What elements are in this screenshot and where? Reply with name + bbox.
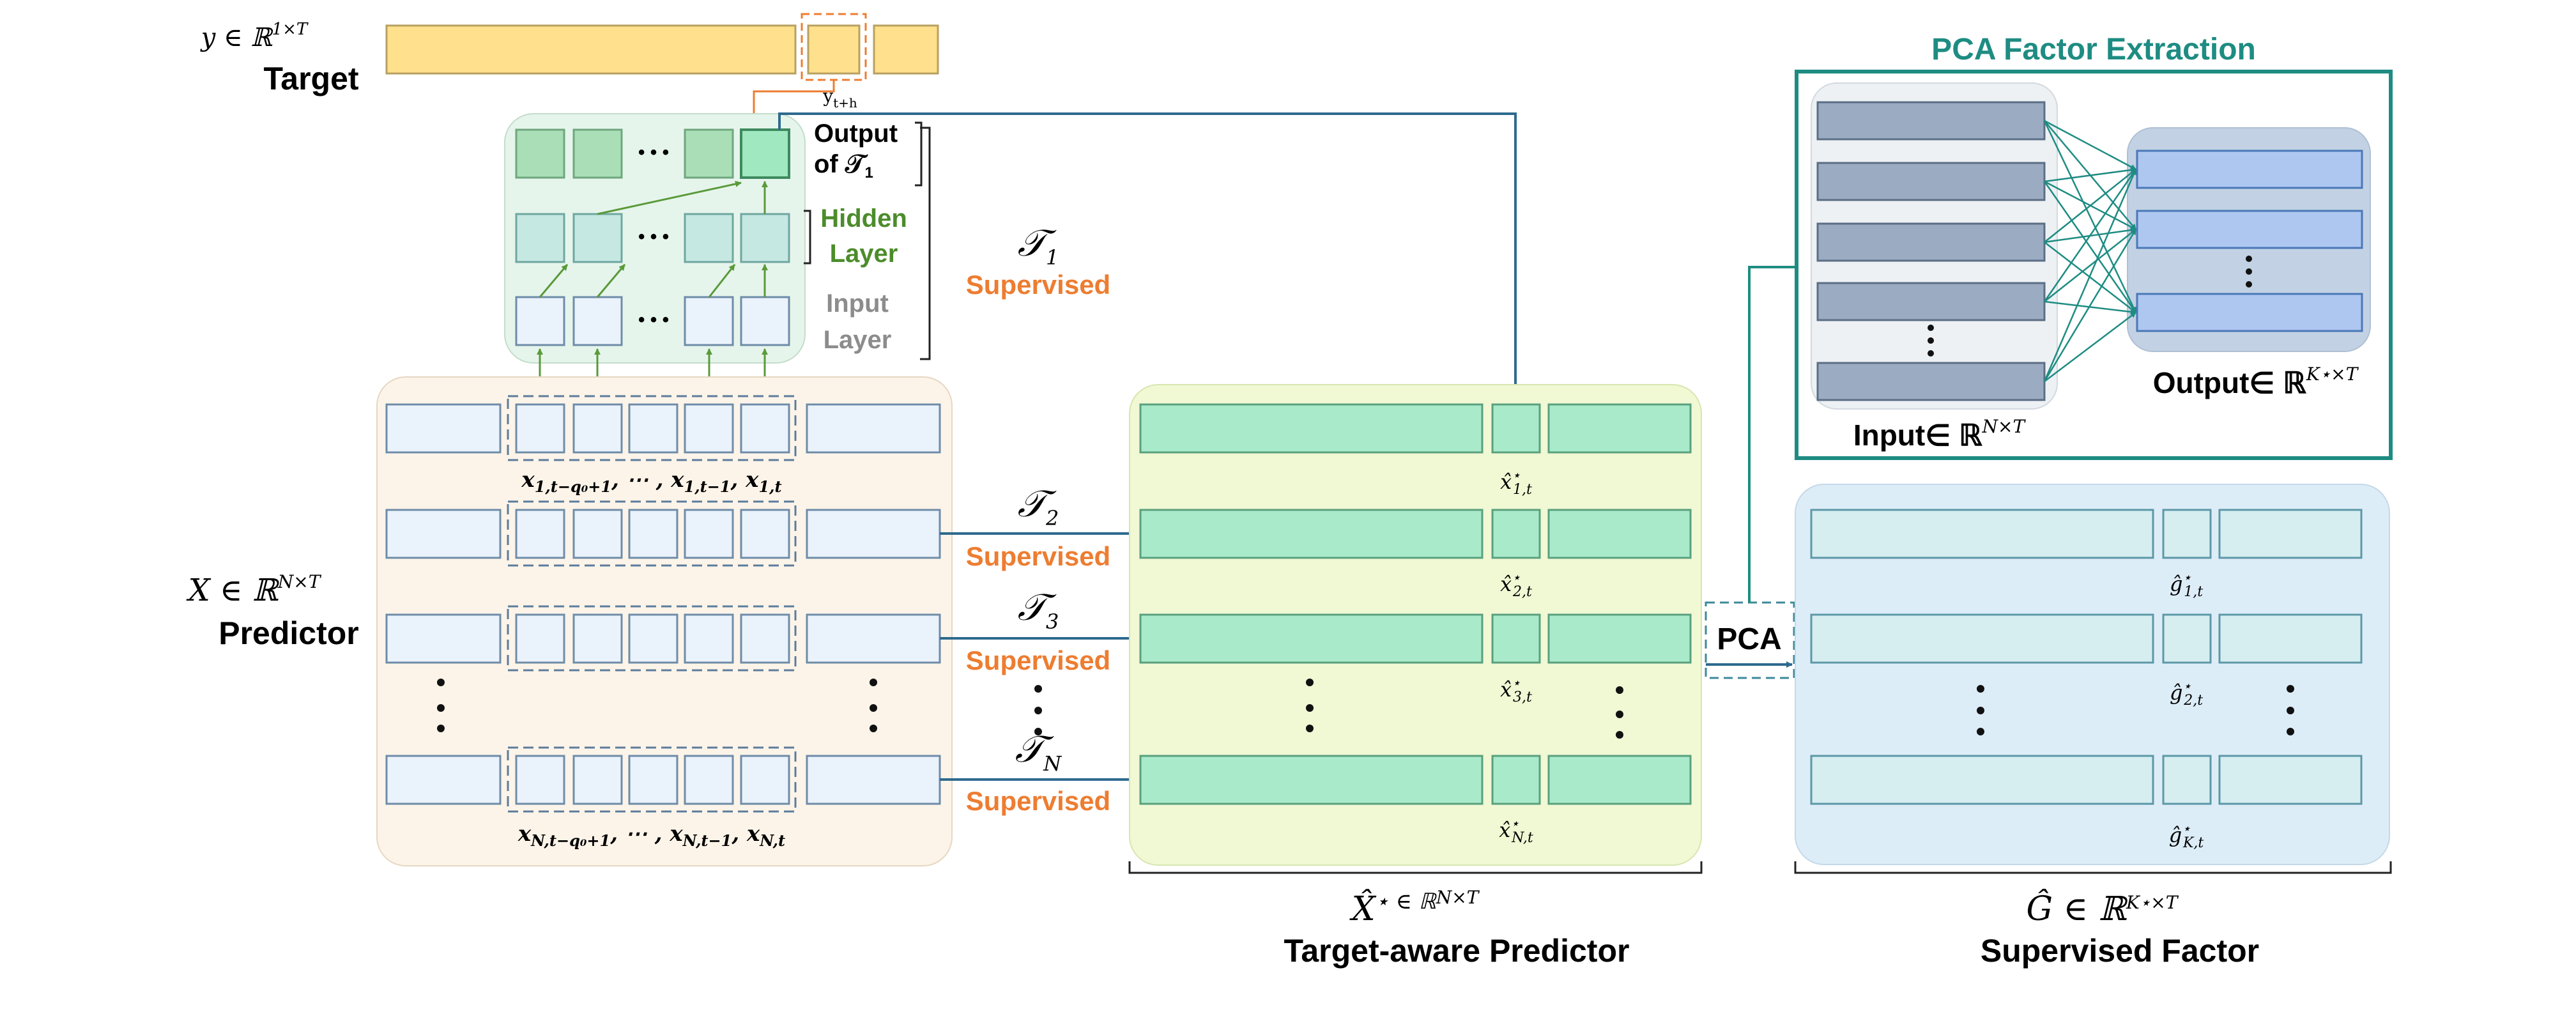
task-2-symbol: 𝒯2: [1018, 482, 1059, 530]
task-1-symbol: 𝒯1: [1018, 221, 1059, 270]
x-hat-3-label: x̂⋆3,t: [1500, 675, 1532, 705]
predictor-label: Predictor: [218, 615, 359, 651]
target-aware-row-3: [1139, 613, 1692, 664]
output-node: [684, 128, 734, 179]
task-2-label: Supervised: [966, 541, 1110, 571]
edge: [539, 264, 569, 298]
output-layer-label-1: Output: [814, 119, 898, 148]
predictor-vertical-ellipsis: [437, 679, 877, 732]
task-n-symbol: 𝒯N: [1015, 727, 1062, 776]
pca-input-ellipsis: [1928, 325, 1934, 357]
target-row: y ∈ ℝ1×T Target yt+h: [200, 13, 939, 126]
predictor-panel: X ∈ ℝN×T Predictor x1,t−q₀+1, ⋯ , x1,t−1…: [186, 376, 953, 866]
factor-row-k: [1810, 755, 2363, 805]
output-layer-label-2: of 𝒯1: [814, 150, 873, 181]
target-bar-history: [385, 24, 797, 75]
predictor-row-n: [385, 746, 941, 813]
input-node: [572, 296, 623, 346]
hidden-layer-label-2: Layer: [830, 240, 898, 268]
factor-math: Ĝ ∈ ℝK⋆×T: [2027, 889, 2179, 928]
factor-bracket: [1794, 861, 2392, 874]
row-n-lag-label: xN,t−q₀+1, ⋯ , xN,t−1, xN,t: [518, 821, 785, 850]
task-arrows: [778, 112, 1519, 783]
pca-connector: PCA: [1705, 266, 1797, 679]
task-n-label: Supervised: [966, 786, 1110, 816]
task-3-label: Supervised: [966, 645, 1110, 675]
input-layer-label-1: Input: [826, 289, 889, 318]
lag-window: [507, 395, 797, 461]
output-node: [515, 128, 565, 179]
network-bracket: [920, 127, 931, 360]
factor-label: Supervised Factor: [1981, 933, 2259, 969]
target-aware-bracket: [1128, 861, 1703, 874]
network-panel: • • • • • • • • • Output of 𝒯1 Hidden La…: [504, 113, 931, 396]
pca-output-ellipsis: [2246, 256, 2252, 288]
task-3-symbol: 𝒯3: [1018, 585, 1059, 634]
predictor-math: X ∈ ℝN×T: [186, 571, 322, 608]
x-hat-1-label: x̂⋆1,t: [1500, 468, 1532, 498]
edge: [597, 181, 742, 215]
predictor-row-2: [385, 500, 941, 567]
target-aware-row-2: [1139, 509, 1692, 559]
input-node: [515, 296, 565, 346]
edge: [708, 264, 736, 298]
g-hat-1-label: ĝ⋆1,t: [2170, 570, 2203, 600]
target-aware-label: Target-aware Predictor: [1284, 933, 1630, 969]
hidden-ellipsis: • • •: [638, 226, 669, 247]
pca-input-label: Input∈ ℝN×T: [1853, 416, 2027, 452]
output-ellipsis: • • •: [638, 142, 669, 163]
pca-link-line: [1748, 266, 1797, 603]
g-hat-k-label: ĝ⋆K,t: [2169, 821, 2204, 851]
pca-title: PCA Factor Extraction: [1931, 33, 2256, 66]
hidden-node: [684, 213, 734, 263]
target-math: y ∈ ℝ1×T: [200, 20, 309, 52]
pca-extraction-panel: PCA Factor Extraction: [1795, 33, 2393, 460]
target-cell-t-plus-h: [807, 24, 861, 75]
target-tick-label: yt+h: [822, 86, 857, 111]
target-aware-panel: x̂⋆1,t x̂⋆2,t x̂⋆3,t x̂⋆N,t X̂⋆ ∈ ℝN×T T…: [1128, 384, 1703, 969]
hidden-node: [740, 213, 790, 263]
target-aware-row-1: [1139, 403, 1692, 454]
target-aware-math: X̂⋆ ∈ ℝN×T: [1349, 887, 1480, 928]
factor-row-2: [1810, 613, 2363, 664]
input-ellipsis: • • •: [638, 309, 669, 330]
row-1-lag-label: x1,t−q₀+1, ⋯ , x1,t−1, x1,t: [521, 467, 781, 496]
pca-output-label: Output∈ ℝK⋆×T: [2153, 364, 2359, 399]
factor-row-1: [1810, 509, 2363, 559]
x-hat-n-label: x̂⋆N,t: [1499, 816, 1533, 846]
predictor-row-3: [385, 605, 941, 672]
target-aware-vertical-ellipsis: [1306, 679, 1623, 739]
hidden-layer-label-1: Hidden: [820, 204, 907, 233]
task-vertical-ellipsis: [1034, 685, 1042, 735]
task-1-arrow: [778, 112, 1519, 397]
output-node-target: [740, 128, 790, 179]
hidden-node: [572, 213, 623, 263]
supervised-factor-panel: ĝ⋆1,t ĝ⋆2,t ĝ⋆K,t Ĝ ∈ ℝK⋆×T Supervised F…: [1794, 484, 2392, 969]
pca-label: PCA: [1717, 622, 1781, 656]
input-node: [684, 296, 734, 346]
hidden-node: [515, 213, 565, 263]
output-bracket: [915, 121, 923, 187]
output-node: [572, 128, 623, 179]
predictor-row-1: [385, 395, 941, 461]
target-to-output-arrow: [751, 80, 835, 126]
x-hat-2-label: x̂⋆2,t: [1500, 570, 1532, 600]
g-hat-2-label: ĝ⋆2,t: [2170, 679, 2203, 709]
target-label: Target: [263, 61, 358, 96]
factor-vertical-ellipsis: [1977, 685, 2294, 735]
edge: [596, 264, 626, 298]
target-bar-future: [873, 24, 939, 75]
hidden-bracket: [804, 210, 811, 265]
target-aware-row-n: [1139, 755, 1692, 805]
input-layer-label-2: Layer: [824, 326, 892, 354]
pca-edges: [2043, 119, 2137, 382]
task-1-label: Supervised: [966, 270, 1110, 300]
input-node: [740, 296, 790, 346]
